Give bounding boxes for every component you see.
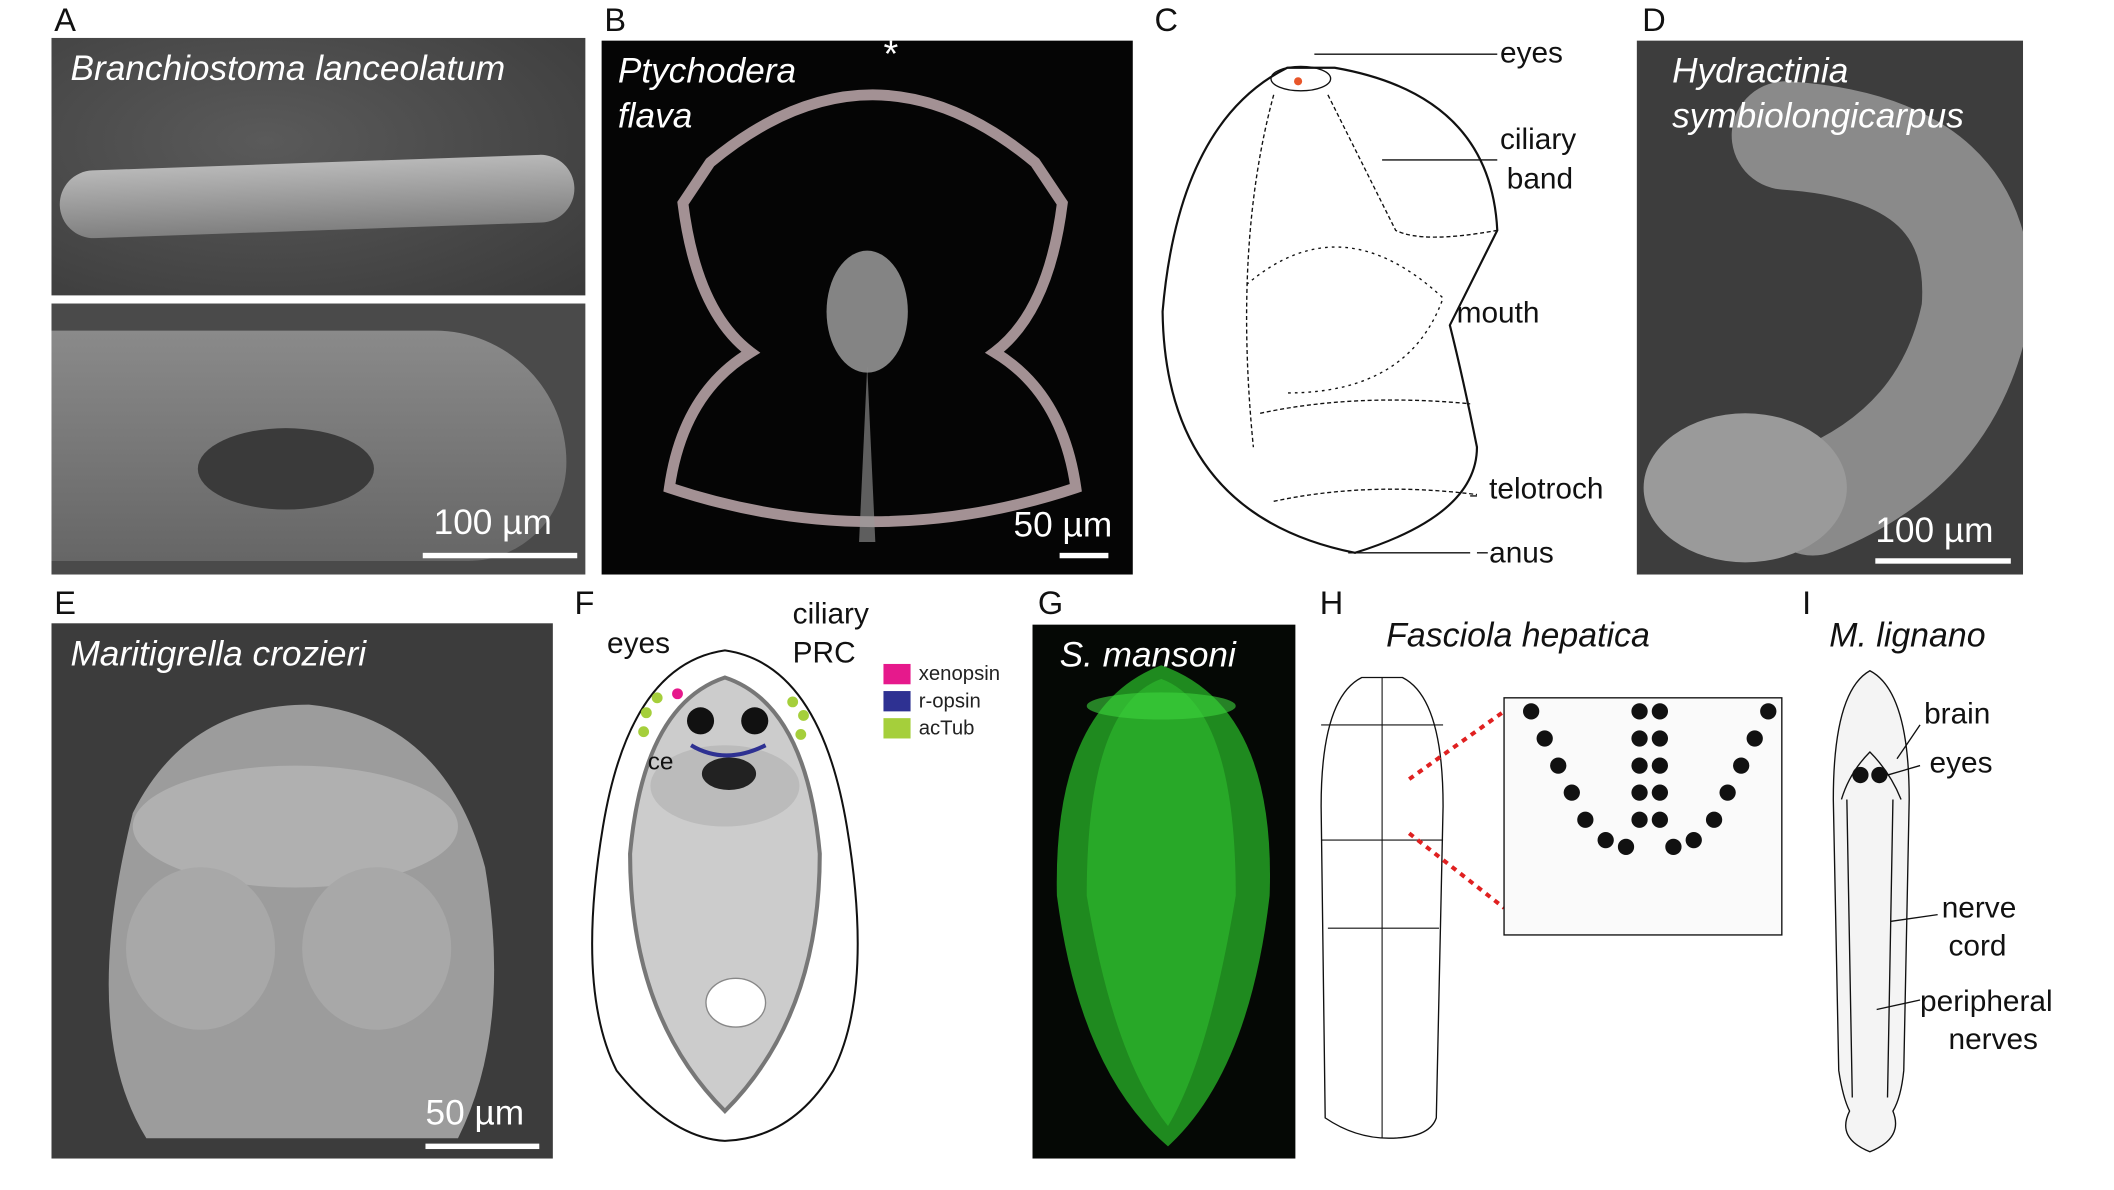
legend-swatch	[883, 691, 911, 712]
larva-outline	[663, 89, 1082, 542]
hydractinia-larva	[1643, 81, 2024, 563]
panel-b-title-line1: Ptychodera	[617, 50, 797, 91]
legend-swatch	[883, 718, 911, 739]
panel-b-image: Ptychodera flava * 50 µm	[601, 40, 1133, 575]
scale-bar-label-b: 50 µm	[1013, 504, 1113, 545]
scale-bar-d	[1875, 558, 2011, 564]
panel-label-c: C	[1154, 2, 1178, 40]
panel-label-h: H	[1319, 585, 1344, 622]
apical-marker: *	[883, 40, 899, 75]
lancelet-body	[58, 153, 576, 240]
scale-bar-label-d: 100 µm	[1875, 509, 1994, 551]
label-eyes-i: eyes	[1929, 745, 1993, 780]
panel-a-bottom-image: 100 µm	[51, 303, 586, 575]
legend-swatch	[883, 663, 911, 685]
panel-label-d: D	[1642, 2, 1666, 40]
scale-bar-label-a: 100 µm	[433, 501, 552, 542]
panel-label-b: B	[604, 2, 627, 40]
legend-label: xenopsin	[918, 662, 1001, 686]
panel-d-image: Hydractinia symbiolongicarpus 100 µm	[1636, 40, 2024, 575]
legend-item-r-opsin: r-opsin	[883, 689, 981, 713]
label-brain-i: brain	[1924, 696, 1991, 731]
miracidium-fluorescence	[1056, 665, 1271, 1147]
label-nerves-i: nerves	[1948, 1021, 2038, 1056]
scale-bar-label-e: 50 µm	[425, 1092, 525, 1133]
scale-bar-e	[425, 1143, 540, 1150]
label-telotroch-c: telotroch	[1489, 471, 1604, 506]
panel-e-image: Maritigrella crozieri 50 µm	[51, 623, 553, 1159]
oral-opening	[197, 428, 374, 510]
label-mouth-c: mouth	[1456, 295, 1540, 330]
panel-b-title-line2: flava	[617, 94, 693, 136]
panel-d-title-line1: Hydractinia	[1672, 50, 1849, 91]
label-anus-c: anus	[1489, 535, 1554, 570]
label-cord-i: cord	[1948, 928, 2007, 963]
legend-label: r-opsin	[918, 689, 981, 713]
annotation-lines-i	[1876, 724, 1938, 1011]
panel-label-f: F	[574, 585, 595, 622]
panel-i-title: M. lignano	[1829, 616, 1986, 655]
panel-label-i: I	[1802, 585, 1812, 622]
legend-label: acTub	[918, 716, 975, 740]
panel-a-title: Branchiostoma lanceolatum	[70, 47, 506, 89]
scale-bar-b	[1059, 552, 1109, 559]
panel-e-title: Maritigrella crozieri	[70, 632, 367, 674]
label-eyes-f: eyes	[607, 626, 671, 660]
panel-a-top-image: Branchiostoma lanceolatum	[51, 37, 586, 296]
muller-larva-drawing	[591, 649, 859, 1142]
fasciola-drawings	[1320, 676, 1783, 1139]
label-band-c: band	[1506, 161, 1574, 196]
legend-item-actub: acTub	[883, 717, 974, 740]
panel-d-title-line2: symbiolongicarpus	[1672, 94, 1964, 136]
label-peripheral-i: peripheral	[1920, 983, 2053, 1018]
annotation-lines-c	[1314, 53, 1498, 554]
tornaria-drawing	[1161, 65, 1499, 554]
legend-item-xenopsin: xenopsin	[883, 663, 1000, 686]
label-ce-f: ce	[647, 747, 674, 776]
label-eyes-c: eyes	[1499, 35, 1563, 70]
label-ciliary-c: ciliary	[1499, 121, 1577, 156]
label-prc-f: PRC	[792, 635, 856, 670]
panel-label-a: A	[54, 2, 76, 40]
maritigrella-larva	[108, 704, 495, 1139]
macrostomum-drawing	[1832, 669, 1910, 1153]
panel-g-image: S. mansoni	[1032, 624, 1296, 1159]
label-ciliary-f: ciliary	[792, 596, 869, 631]
label-nerve-i: nerve	[1941, 890, 2017, 925]
panel-label-e: E	[54, 585, 76, 622]
panel-h-title: Fasciola hepatica	[1386, 616, 1650, 655]
scale-bar-a	[422, 552, 578, 559]
panel-g-title: S. mansoni	[1059, 634, 1236, 675]
panel-label-g: G	[1037, 585, 1064, 622]
